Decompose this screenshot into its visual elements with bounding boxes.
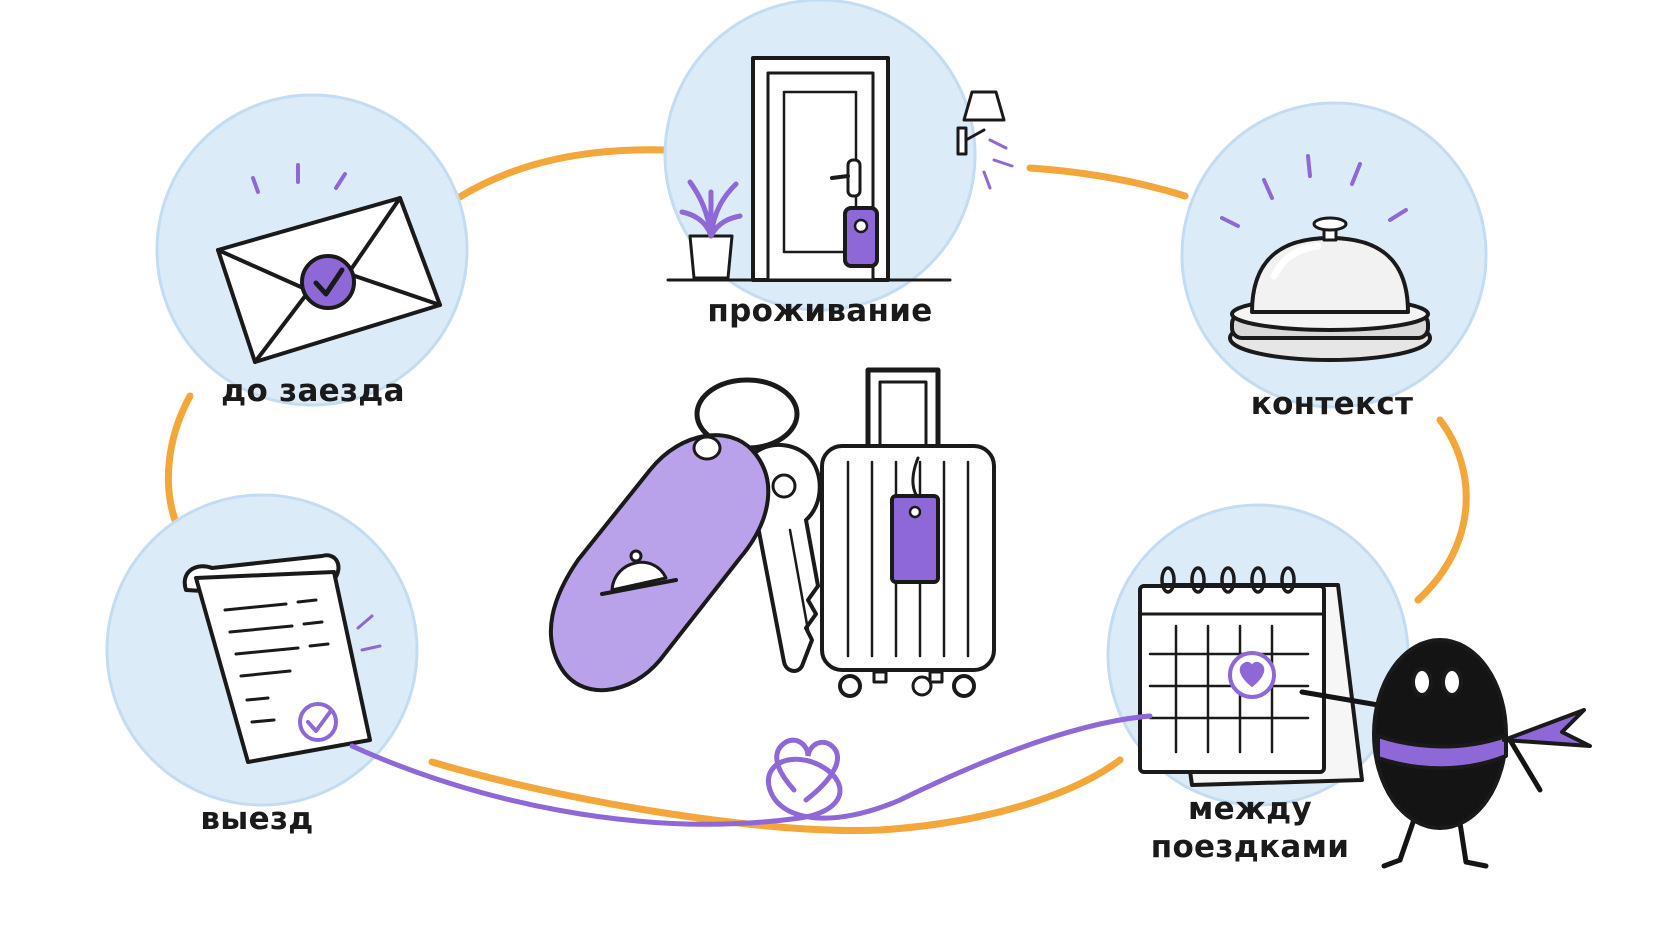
label-between-trips-line1: между — [1188, 791, 1312, 827]
journey-path — [164, 146, 1470, 834]
path-stay-to-context — [1026, 164, 1189, 200]
path-before-to-stay — [454, 146, 669, 202]
label-context: контекст — [1250, 386, 1414, 422]
label-between-trips: между поездками — [1140, 790, 1360, 866]
path-context-to-between — [1414, 416, 1470, 604]
door-key-tag-icon — [666, 56, 1014, 282]
label-between-trips-line2: поездками — [1150, 829, 1350, 865]
heart-thread — [349, 713, 1153, 827]
label-stay: проживание — [707, 293, 933, 329]
envelope-check-icon — [216, 163, 442, 364]
label-checkout: выезд — [200, 801, 314, 837]
path-checkout-to-before — [164, 392, 194, 532]
calendar-heart-icon — [1138, 566, 1364, 787]
label-before-arrival: до заезда — [221, 373, 405, 409]
mascot-character — [1299, 638, 1592, 869]
path-checkout-to-between — [428, 756, 1124, 834]
keychain-key-suitcase-icon — [548, 367, 996, 698]
service-bell-icon — [1220, 154, 1432, 362]
receipt-check-icon — [182, 553, 382, 764]
